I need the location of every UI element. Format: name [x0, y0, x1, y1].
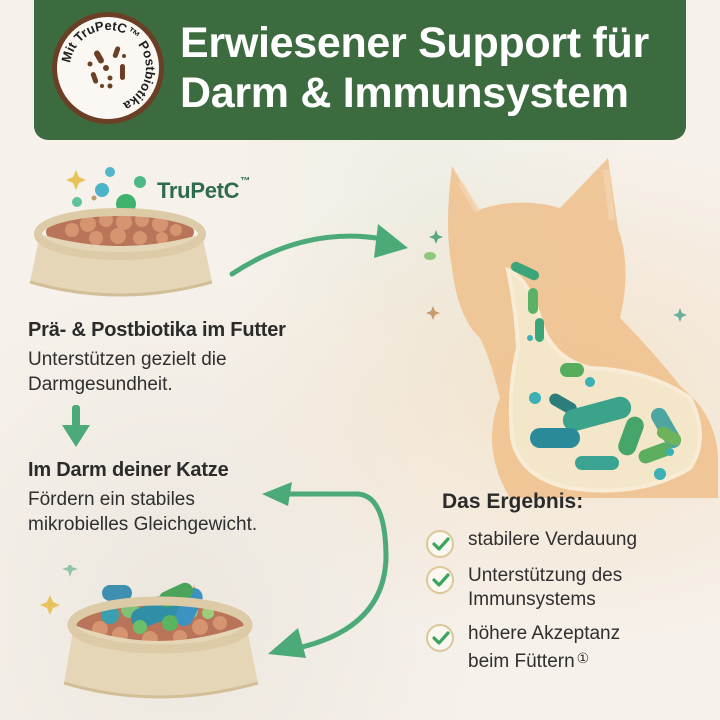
cat-gut-illustration — [424, 158, 719, 498]
result-title: Das Ergebnis: — [442, 490, 584, 513]
food-bowl-bacteria-icon — [40, 565, 259, 699]
check-icon — [426, 624, 454, 652]
arrow-right-icon — [229, 224, 408, 277]
page-title: Erwiesener Support für Darm & Immunsyste… — [180, 18, 680, 118]
check-icon — [426, 530, 454, 558]
cycle-arrow-icon — [262, 482, 389, 658]
arrow-down-icon — [62, 405, 90, 447]
step-2-title: Im Darm deiner Katze — [28, 459, 229, 481]
title-line-1: Erwiesener Support für — [180, 19, 649, 67]
step-1-title: Prä- & Postbiotika im Futter — [28, 319, 286, 341]
step-1-description: Unterstützen gezielt die Darmgesundheit. — [28, 349, 227, 395]
trupetc-badge: Mit TruPetC™ Postbiotika — [52, 12, 164, 124]
food-bowl-probiotic-icon — [29, 167, 213, 297]
title-line-2: Darm & Immunsystem — [180, 69, 629, 117]
result-list: stabilere Verdauung Unterstützung des Im… — [424, 528, 720, 686]
check-icon — [426, 566, 454, 594]
result-item: Unterstützung des Immunsystems — [424, 564, 720, 612]
footnote-marker: ① — [576, 650, 590, 666]
result-item: stabilere Verdauung — [424, 528, 720, 558]
step-2-description: Fördern ein stabiles mikrobielles Gleich… — [28, 489, 258, 535]
trupetc-label: TruPetC™ — [157, 176, 250, 203]
bacteria-icon: Mit TruPetC™ Postbiotika — [58, 18, 158, 114]
